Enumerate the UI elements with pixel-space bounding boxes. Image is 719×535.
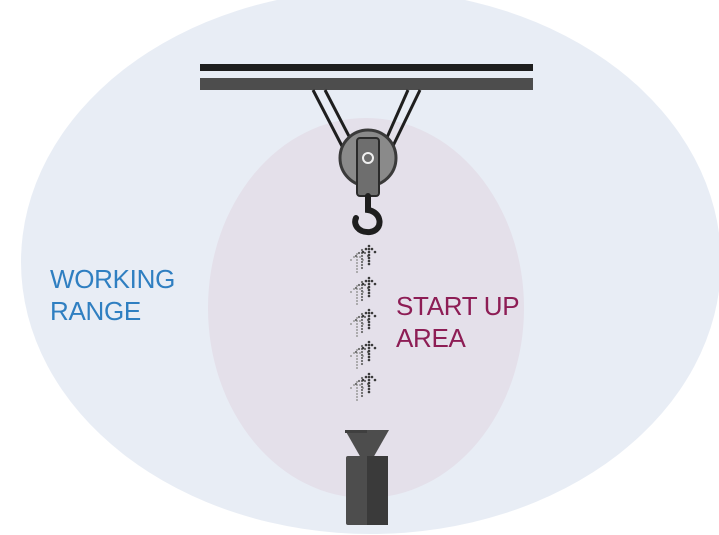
pulley-block-icon [338,128,398,197]
working-range-label-line-1: WORKING [50,264,176,294]
startup-area-label: START UP AREA [396,290,520,354]
dotted-up-arrow-icon [350,372,377,401]
dotted-up-arrow-icon [350,244,377,273]
crane-rail-icon [200,64,533,90]
dotted-up-arrows-group [350,244,377,401]
working-range-label-line-2: RANGE [50,296,141,326]
crane-hook-icon [352,193,383,236]
load-weight-icon [345,430,389,525]
startup-area-label-line-1: START UP [396,291,520,321]
dotted-up-arrow-icon [350,308,377,337]
dotted-up-arrow-icon [350,340,377,369]
startup-area-label-line-2: AREA [396,323,466,353]
startup-area-ellipse [208,118,524,498]
dotted-up-arrow-icon [350,276,377,305]
working-range-label: WORKING RANGE [50,263,175,327]
crane-ropes-icon [311,89,422,149]
